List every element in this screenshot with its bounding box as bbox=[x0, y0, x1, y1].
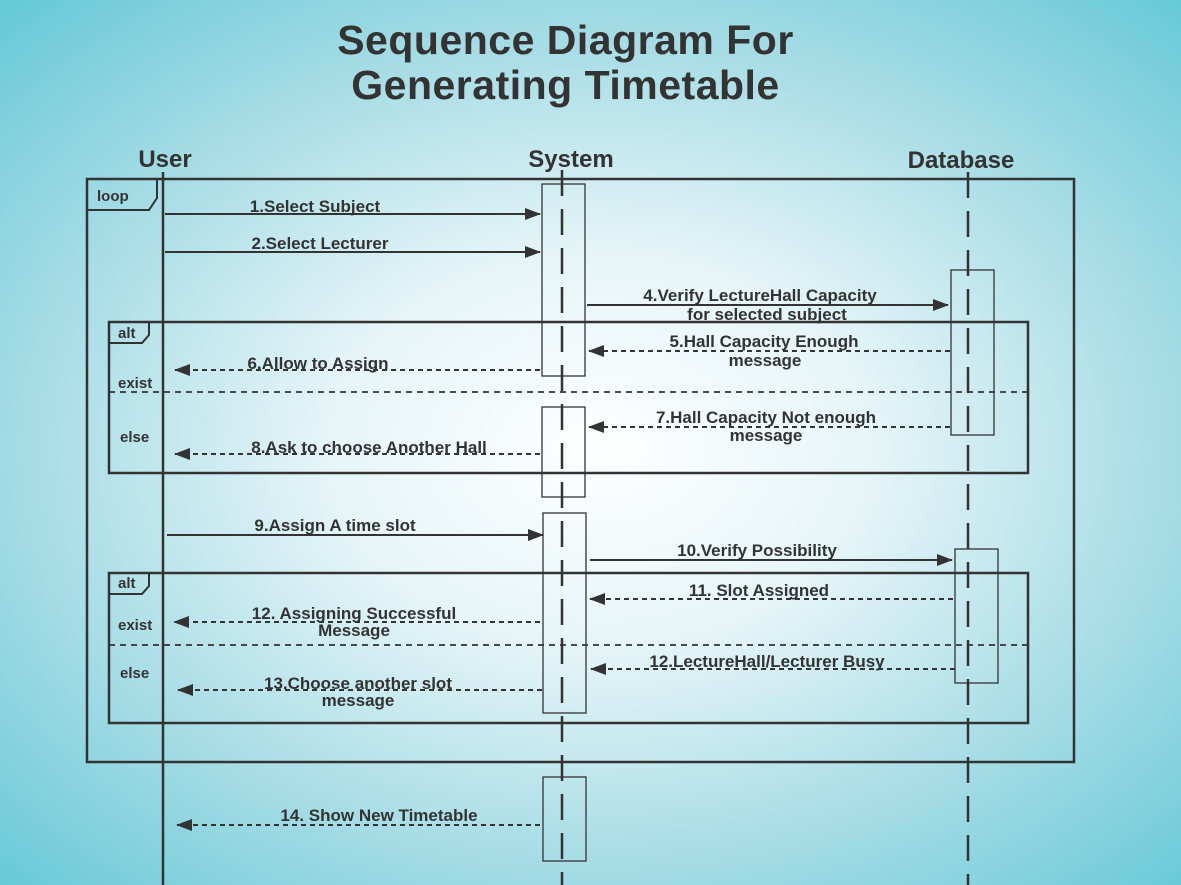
alt-fragment-2: alt exist else bbox=[107, 571, 1030, 725]
message-6-label: 6.Allow to Assign bbox=[247, 354, 388, 373]
activation-database-1 bbox=[950, 269, 995, 436]
participant-database: Database bbox=[908, 147, 1015, 174]
message-8: 8.Ask to choose Another Hall bbox=[174, 438, 540, 460]
message-1: 1.Select Subject bbox=[165, 197, 541, 220]
message-14: 14. Show New Timetable bbox=[176, 806, 540, 831]
message-7-label-line-1: 7.Hall Capacity Not enough bbox=[656, 408, 876, 427]
message-12: 12. Assigning Successful Message bbox=[173, 604, 540, 640]
message-6: 6.Allow to Assign bbox=[174, 354, 540, 376]
loop-fragment: loop bbox=[85, 177, 1076, 764]
message-11-label: 11. Slot Assigned bbox=[689, 581, 829, 600]
message-12-label-line-1: 12. Assigning Successful bbox=[252, 604, 456, 623]
alt-fragment-1: alt exist else bbox=[107, 320, 1030, 475]
activation-system-4 bbox=[542, 776, 587, 862]
alt-1-guard-exist: exist bbox=[118, 375, 152, 392]
message-13: 13.Choose another slot message bbox=[177, 674, 542, 710]
activation-system-3 bbox=[542, 512, 587, 714]
message-4-label-line-1: 4.Verify LectureHall Capacity bbox=[643, 286, 877, 305]
message-1-label: 1.Select Subject bbox=[250, 197, 381, 216]
alt-1-guard-else: else bbox=[120, 429, 149, 446]
activation-system-2 bbox=[541, 406, 586, 498]
message-13-label-line-2: message bbox=[322, 691, 395, 710]
message-14-label: 14. Show New Timetable bbox=[280, 806, 477, 825]
message-7-label-line-2: message bbox=[730, 426, 803, 445]
message-5-label-line-2: message bbox=[729, 351, 802, 370]
message-13-label-line-1: 13.Choose another slot bbox=[264, 674, 452, 693]
message-2: 2.Select Lecturer bbox=[165, 234, 541, 258]
message-12-label-line-2: Message bbox=[318, 621, 390, 640]
message-4-label-line-2: for selected subject bbox=[687, 305, 847, 324]
title-line-1: Sequence Diagram For bbox=[337, 17, 794, 63]
diagram-title: Sequence Diagram For Generating Timetabl… bbox=[0, 18, 1181, 118]
message-12-busy: 12.LectureHall/Lecturer Busy bbox=[590, 652, 955, 675]
message-11: 11. Slot Assigned bbox=[589, 581, 953, 605]
activation-database-2 bbox=[954, 548, 999, 684]
alt-2-guard-exist: exist bbox=[118, 617, 152, 634]
message-10: 10.Verify Possibility bbox=[590, 541, 953, 566]
alt-1-label: alt bbox=[118, 325, 136, 342]
alt-2-guard-else: else bbox=[120, 665, 149, 682]
message-5: 5.Hall Capacity Enough message bbox=[588, 332, 950, 370]
message-2-label: 2.Select Lecturer bbox=[251, 234, 388, 253]
title-line-2: Generating Timetable bbox=[351, 62, 780, 108]
alt-2-label: alt bbox=[118, 575, 136, 592]
message-9: 9.Assign A time slot bbox=[167, 516, 544, 541]
message-8-label: 8.Ask to choose Another Hall bbox=[251, 438, 487, 457]
loop-label: loop bbox=[97, 188, 129, 205]
message-5-label-line-1: 5.Hall Capacity Enough bbox=[670, 332, 859, 351]
message-12-busy-label: 12.LectureHall/Lecturer Busy bbox=[649, 652, 885, 671]
participant-system: System bbox=[528, 146, 613, 173]
message-9-label: 9.Assign A time slot bbox=[254, 516, 416, 535]
message-10-label: 10.Verify Possibility bbox=[677, 541, 837, 560]
participant-user: User bbox=[138, 146, 191, 173]
message-7: 7.Hall Capacity Not enough message bbox=[588, 408, 950, 445]
message-4: 4.Verify LectureHall Capacity for select… bbox=[587, 286, 949, 324]
activation-system-1 bbox=[541, 183, 586, 377]
